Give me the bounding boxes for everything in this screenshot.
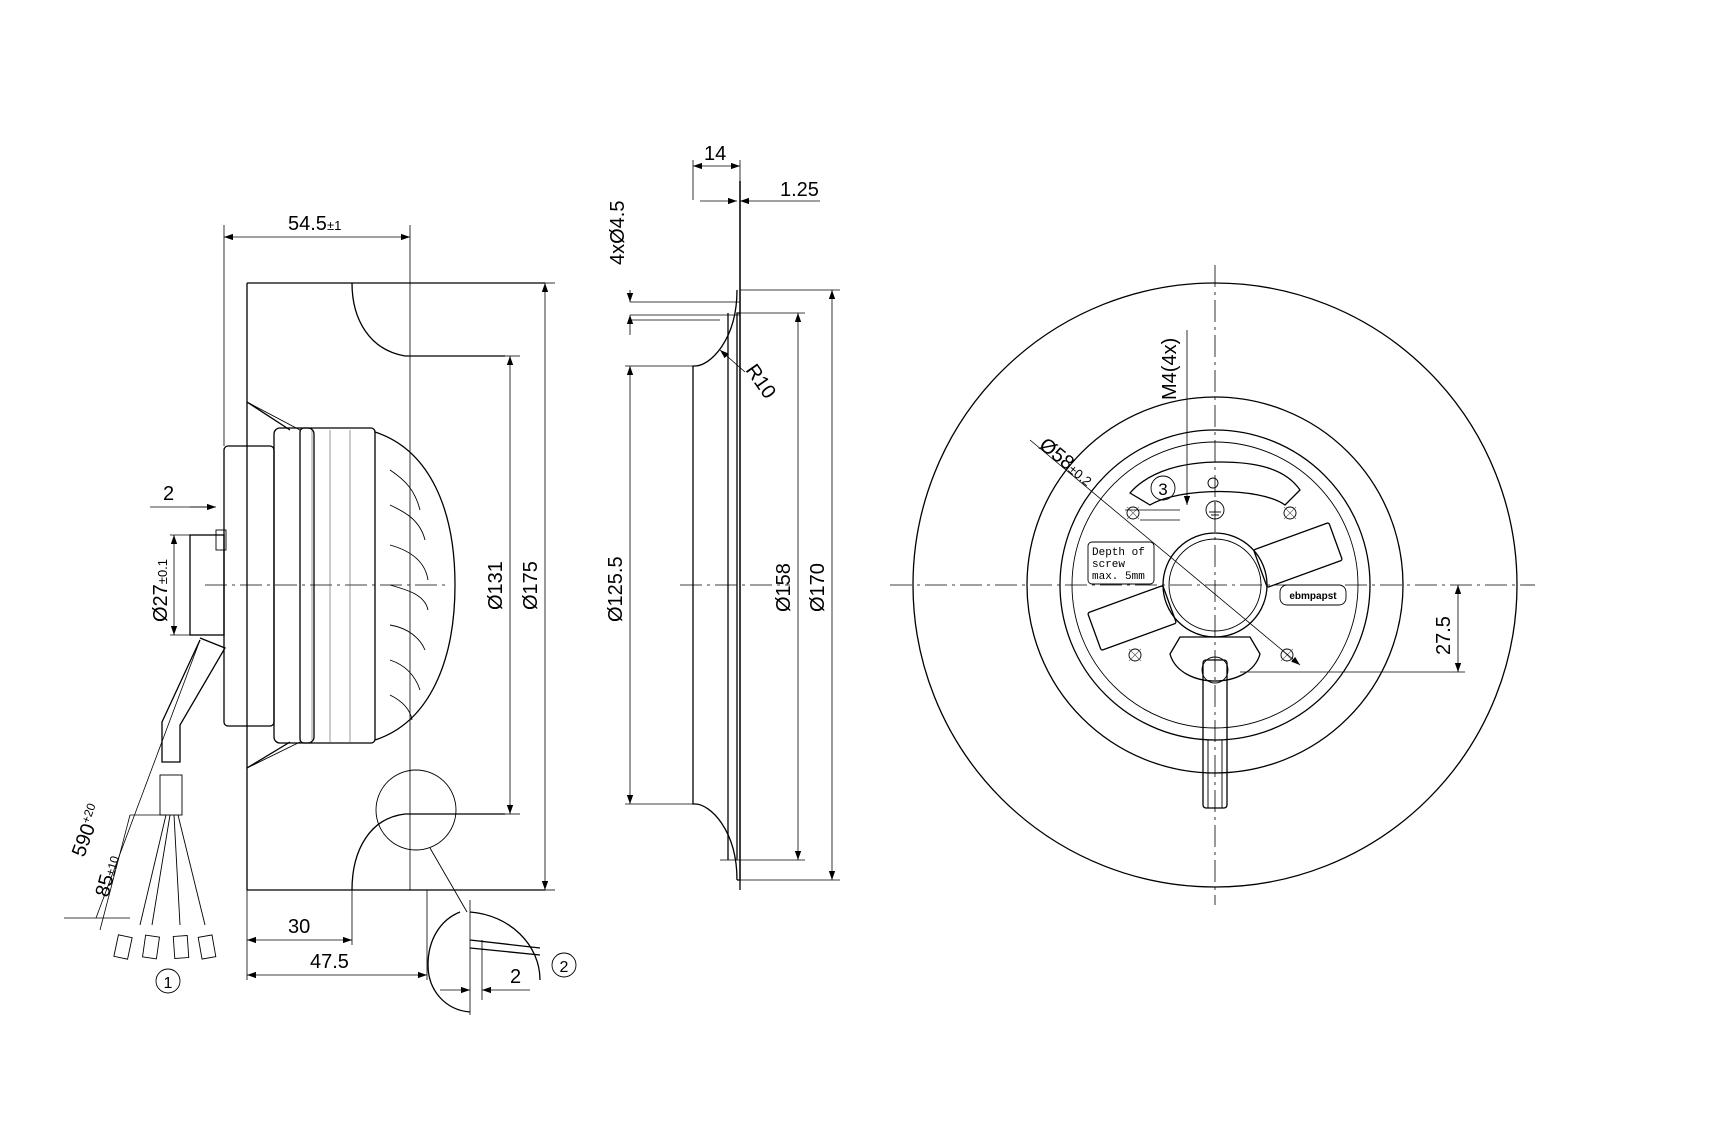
cable <box>161 637 226 763</box>
depth-note-box <box>1087 541 1155 585</box>
outer-ring <box>912 282 1518 888</box>
hub-inner <box>1071 441 1359 729</box>
bolt-circle-leader <box>1029 439 1301 666</box>
hub-left-slot <box>1087 585 1177 651</box>
wire-connectors <box>113 934 217 960</box>
ground-icon <box>1205 500 1225 520</box>
dim-125: 1.25 <box>780 179 819 201</box>
dim-14: 14 <box>704 143 726 165</box>
motor-body <box>273 427 315 744</box>
impeller-blade-lower <box>351 813 505 891</box>
dim-bolt-circle: Ø58±0.2 <box>1035 434 1098 491</box>
callout-1-circle <box>155 968 181 994</box>
note-line-3: max. 5mm <box>1092 571 1145 583</box>
hub-outer <box>1059 429 1371 741</box>
callout-1: 1 <box>164 975 173 992</box>
detail-leader <box>429 847 468 913</box>
side-view: 1 2 2 54.5±1 2 Ø27±0.1 Ø131 <box>64 213 577 1015</box>
callout-3-circle <box>1150 475 1176 501</box>
inlet-ring <box>1026 396 1404 774</box>
motor-rotor <box>299 427 376 744</box>
hub-cable-boss <box>1169 636 1261 682</box>
impeller-cone-top <box>246 401 301 431</box>
dim-inner: Ø131 <box>485 561 507 610</box>
detail-dim: 2 <box>510 966 521 988</box>
dim-shaft: Ø27±0.1 <box>150 559 172 622</box>
dim-275: 27.5 <box>1433 616 1455 655</box>
dim-holes: 4xØ4.5 <box>607 201 629 265</box>
detail-circle <box>375 769 457 851</box>
dim-width: 54.5±1 <box>288 213 341 235</box>
callout-2-circle <box>551 952 577 978</box>
shaft-bore-inner <box>1168 538 1262 632</box>
cable-exit-top <box>1201 656 1229 684</box>
dim-47: 47.5 <box>310 951 349 973</box>
dim-thread: M4(4x) <box>1159 338 1181 400</box>
impeller-blade-upper <box>351 282 505 357</box>
motor-flange <box>223 445 275 727</box>
callout-3: 3 <box>1158 480 1167 499</box>
dim-158: Ø158 <box>773 563 795 612</box>
dim-30: 30 <box>288 916 310 938</box>
section-view: 14 1.25 4xØ4.5 R10 Ø125.5 Ø158 Ø170 <box>605 143 840 890</box>
dim-170: Ø170 <box>807 563 829 612</box>
shaft-step <box>215 529 227 551</box>
cable-exit <box>1202 659 1228 809</box>
m4-holes <box>1126 477 1297 662</box>
dim-outer: Ø175 <box>520 561 542 610</box>
dim-step: 2 <box>163 483 174 505</box>
callout-2: 2 <box>560 959 569 976</box>
dim-radius: R10 <box>741 360 780 403</box>
hub-top-pocket <box>1129 461 1301 506</box>
inlet-ring-profile <box>692 181 741 881</box>
cable-sleeve <box>159 774 183 816</box>
detail-view <box>427 911 541 1013</box>
hub-right-slot <box>1253 522 1343 588</box>
brand-label: ebmpapst <box>1289 591 1337 602</box>
impeller-cone-bottom <box>246 741 301 769</box>
motor-dome <box>374 431 456 741</box>
dim-cable: 590+20 <box>67 801 107 860</box>
cooling-fins <box>389 469 429 721</box>
note-line-1: Depth of <box>1092 547 1145 559</box>
note-line-2: screw <box>1092 559 1125 571</box>
dim-leads: 85±10 <box>92 853 124 900</box>
wire-leads <box>139 814 206 926</box>
dim-1255: Ø125.5 <box>605 556 627 622</box>
brand-label-box <box>1279 584 1347 606</box>
front-view: Ø58±0.2 M4(4x) 3 Depth of screw max. 5mm… <box>890 265 1535 905</box>
